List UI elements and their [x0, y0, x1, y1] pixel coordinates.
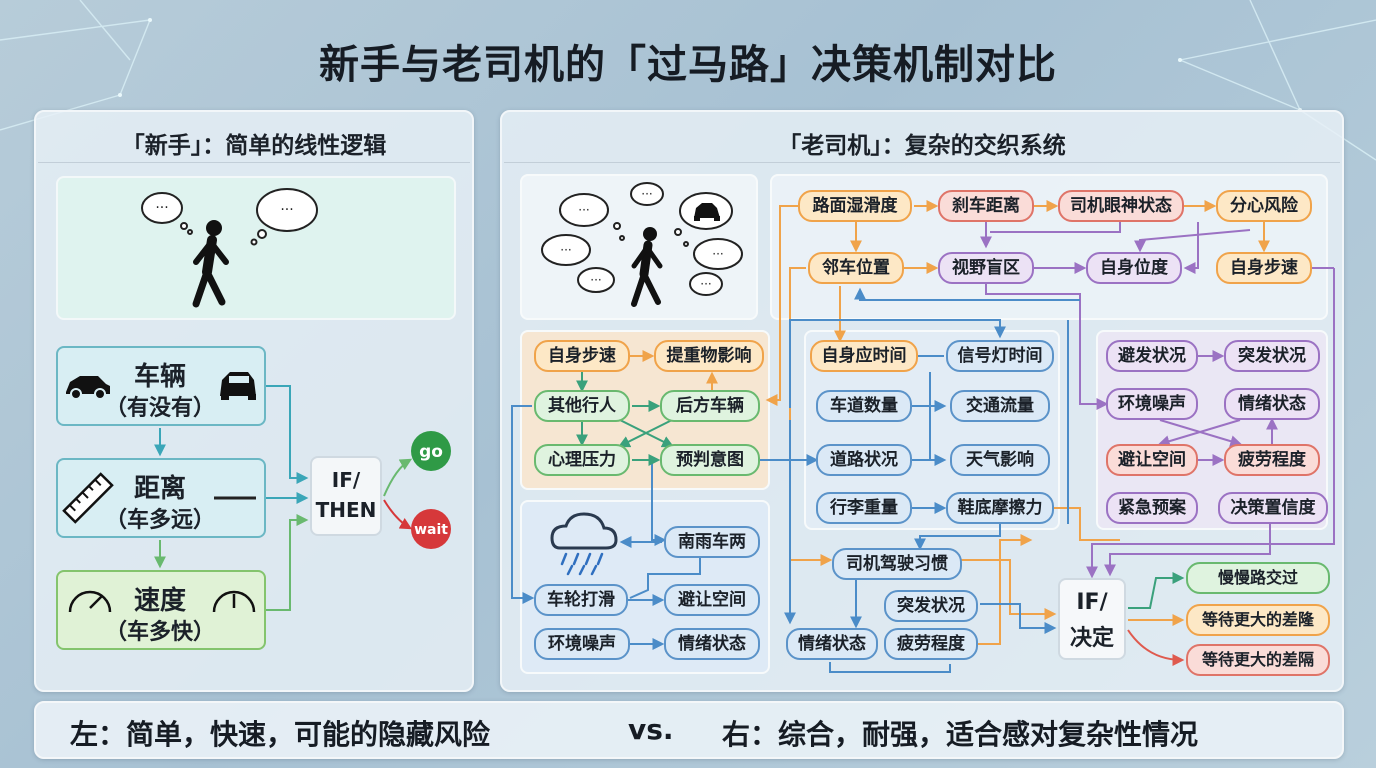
gauge-icon-right	[212, 590, 256, 613]
node-nanyu: 南雨车两	[664, 526, 760, 558]
node-shiye: 视野盲区	[938, 252, 1034, 284]
node-xingli: 行李重量	[816, 492, 912, 524]
svg-text:···: ···	[641, 187, 652, 201]
svg-text:···: ···	[560, 243, 571, 257]
node-qingxu-b: 情绪状态	[786, 628, 878, 660]
if-then-line1: IF/	[331, 468, 361, 492]
node-yupan: 预判意图	[660, 444, 760, 476]
car-icon-left	[66, 376, 110, 400]
speed-label: 速度	[133, 586, 186, 616]
node-fenxin: 分心风险	[1216, 190, 1312, 222]
expert-heading: 「老司机」：复杂的交织系统	[778, 133, 1066, 159]
node-zibusu: 自身步速	[534, 340, 630, 372]
node-zibusu-top: 自身步速	[1216, 252, 1312, 284]
novice-divider	[38, 162, 470, 163]
ruler-icon	[62, 472, 114, 524]
vehicle-sub: （有没有）	[104, 396, 215, 421]
node-birang-r: 避让空间	[1106, 444, 1198, 476]
node-yingshi: 自身应时间	[810, 340, 918, 372]
node-bifa: 避发状况	[1106, 340, 1198, 372]
go-circle	[411, 431, 451, 471]
node-ziweidu: 自身位度	[1086, 252, 1182, 284]
node-tizhong: 提重物影响	[654, 340, 764, 372]
footer-left: 左：简单，快速，可能的隐藏风险	[70, 718, 491, 751]
node-lumian: 路面湿滑度	[798, 190, 912, 222]
distance-label: 距离	[133, 474, 186, 504]
if-then-line2: THEN	[315, 498, 377, 522]
novice-heading: 「新手」：简单的线性逻辑	[121, 133, 387, 159]
speed-sub: （车多快）	[104, 620, 215, 645]
car-thought-icon	[694, 203, 720, 221]
node-chedao: 车道数量	[816, 390, 912, 422]
node-daolu: 道路状况	[816, 444, 912, 476]
node-siji: 司机驾驶习惯	[832, 548, 962, 580]
node-tufa-b: 突发状况	[884, 590, 978, 622]
distance-sub: （车多远）	[104, 508, 215, 533]
svg-text:···: ···	[280, 202, 293, 218]
decision-box	[1058, 578, 1126, 660]
node-huanjing-l: 环境噪声	[534, 628, 630, 660]
node-qita: 其他行人	[534, 390, 630, 422]
vehicle-label: 车辆	[133, 362, 186, 392]
outcome-slow-cross: 慢慢路交过	[1186, 562, 1330, 594]
svg-text:···: ···	[590, 273, 601, 287]
novice-thought-scene	[56, 176, 456, 320]
node-jiaotong: 交通流量	[950, 390, 1050, 422]
car-icon-right	[220, 372, 256, 400]
outcome-wait-gap-1: 等待更大的差隆	[1186, 604, 1330, 636]
node-qingxu-l: 情绪状态	[664, 628, 760, 660]
node-yanshen: 司机眼神状态	[1058, 190, 1184, 222]
gauge-icon-left	[68, 590, 112, 613]
node-tufa-r: 突发状况	[1224, 340, 1320, 372]
decision-line2: 决定	[1069, 626, 1114, 651]
if-then-box	[310, 456, 382, 536]
node-jinji: 紧急预案	[1106, 492, 1198, 524]
node-linche: 邻车位置	[808, 252, 904, 284]
decision-line1: IF/	[1076, 590, 1108, 615]
node-tianqi: 天气影响	[950, 444, 1050, 476]
node-juece: 决策置信度	[1218, 492, 1328, 524]
page-title: 新手与老司机的「过马路」决策机制对比	[319, 42, 1057, 88]
wait-circle	[411, 509, 451, 549]
expert-divider	[504, 162, 1340, 163]
node-houfang: 后方车辆	[660, 390, 760, 422]
footer-summary: 左：简单，快速，可能的隐藏风险 vs. 右：综合，耐强，适合感对复杂性情况	[34, 701, 1344, 759]
wait-label: wait	[414, 522, 448, 538]
node-qingxu-r: 情绪状态	[1224, 388, 1320, 420]
footer-right: 右：综合，耐强，适合感对复杂性情况	[722, 718, 1199, 751]
node-xinli: 心理压力	[534, 444, 630, 476]
go-label: go	[419, 442, 443, 462]
svg-text:···: ···	[155, 200, 168, 216]
outcome-wait-gap-2: 等待更大的差隔	[1186, 644, 1330, 676]
svg-text:···: ···	[578, 203, 589, 217]
node-huanjing-r: 环境噪声	[1106, 388, 1198, 420]
node-shache: 刹车距离	[938, 190, 1034, 222]
node-pilao-b: 疲劳程度	[884, 628, 978, 660]
node-birang-l: 避让空间	[664, 584, 760, 616]
svg-text:···: ···	[700, 277, 711, 291]
speed-box	[56, 570, 266, 650]
node-xinhao: 信号灯时间	[946, 340, 1054, 372]
node-xiedi: 鞋底摩擦力	[946, 492, 1054, 524]
node-chelun: 车轮打滑	[534, 584, 628, 616]
node-pilao-r: 疲劳程度	[1224, 444, 1320, 476]
footer-vs: vs.	[628, 713, 674, 746]
svg-text:···: ···	[712, 247, 723, 261]
